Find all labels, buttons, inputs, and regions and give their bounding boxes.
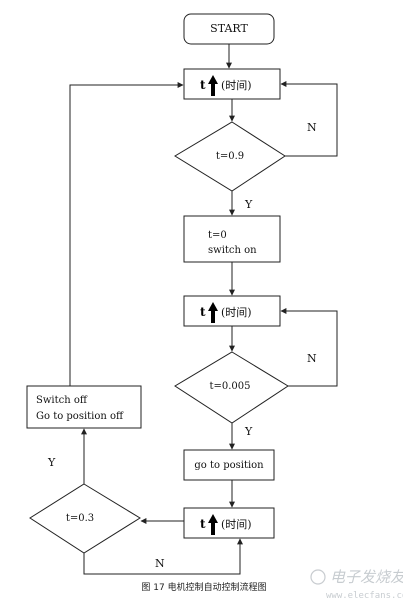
- watermark-logo-icon: [310, 569, 326, 585]
- branch-label-no-3: N: [155, 557, 165, 570]
- process-2-label: go to position: [194, 460, 264, 471]
- up-arrow-icon: [208, 514, 218, 535]
- decision-2-label: t=0.005: [209, 381, 250, 392]
- process-1-box: [183, 215, 281, 263]
- up-arrow-icon: [208, 75, 218, 96]
- process-3-line2: Go to position off: [36, 411, 124, 422]
- time-box-2-t: t: [200, 305, 206, 319]
- process-3-box: [26, 385, 142, 429]
- up-arrow-icon: [208, 302, 218, 323]
- time-box-3: [183, 507, 275, 539]
- watermark-logo: 电子发烧友 www.elecfans.com: [310, 568, 403, 601]
- process-2-box: [183, 449, 275, 481]
- time-box-3-label: (时间): [221, 518, 252, 531]
- time-box-1-t: t: [200, 78, 206, 92]
- branch-label-yes-2: Y: [244, 425, 253, 438]
- time-box-1-label: (时间): [221, 79, 252, 92]
- process-1-line1: t=0: [208, 230, 227, 241]
- time-box-2: [183, 295, 281, 327]
- figure-caption: 图 17 电机控制自动控制流程图: [141, 581, 266, 593]
- watermark-text: 电子发烧友: [330, 568, 403, 586]
- connector-decision1-no-loop: [280, 81, 338, 157]
- watermark-url: www.elecfans.com: [326, 591, 403, 601]
- process-3-line1: Switch off: [36, 395, 88, 406]
- process-1-line2: switch on: [208, 245, 257, 256]
- connector-decision2-no-loop: [280, 308, 338, 387]
- start-label: START: [210, 22, 248, 35]
- connector-decision3-no-loop: [83, 538, 243, 575]
- time-box-1: [183, 68, 281, 100]
- decision-1-label: t=0.9: [216, 151, 244, 162]
- decision-3-label: t=0.3: [66, 513, 94, 524]
- branch-label-no-1: N: [307, 121, 317, 134]
- connector-process3-to-time1: [69, 82, 184, 386]
- branch-label-yes-3: Y: [47, 456, 56, 469]
- branch-label-no-2: N: [307, 352, 317, 365]
- time-box-3-t: t: [200, 517, 206, 531]
- branch-label-yes-1: Y: [244, 198, 253, 211]
- time-box-2-label: (时间): [221, 306, 252, 319]
